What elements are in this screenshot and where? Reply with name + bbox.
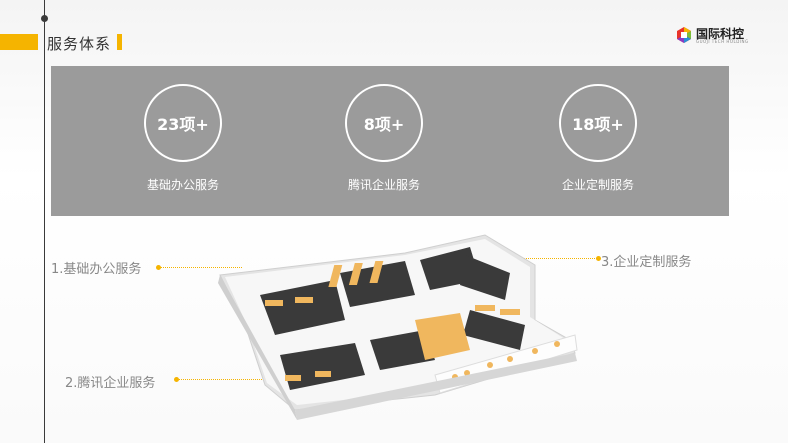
callout-basic-office: 1.基础办公服务 bbox=[51, 262, 142, 277]
page-title: 服务体系 bbox=[47, 35, 112, 53]
company-logo: 国际科控 GUOJI TECH HOLDING bbox=[676, 25, 760, 47]
stat-label: 企业定制服务 bbox=[561, 178, 634, 192]
callout-line bbox=[158, 267, 242, 268]
callout-tencent: 2.腾讯企业服务 bbox=[65, 376, 156, 391]
callout-custom: 3.企业定制服务 bbox=[601, 255, 692, 270]
stat-value: 18项+ bbox=[559, 84, 637, 162]
stats-panel: 23项+ 基础办公服务 8项+ 腾讯企业服务 18项+ 企业定制服务 bbox=[51, 66, 729, 216]
callout-dot bbox=[596, 256, 601, 261]
timeline-line bbox=[44, 0, 45, 443]
logo-tagline: GUOJI TECH HOLDING bbox=[696, 39, 749, 44]
floor-plan-illustration bbox=[218, 234, 578, 420]
callout-line bbox=[176, 379, 286, 380]
callout-dot bbox=[174, 377, 179, 382]
callout-dot bbox=[156, 265, 161, 270]
timeline-dot bbox=[41, 15, 48, 22]
stat-value: 23项+ bbox=[144, 84, 222, 162]
stat-tencent: 8项+ 腾讯企业服务 bbox=[309, 84, 459, 193]
header-accent-left bbox=[0, 34, 38, 50]
header-accent-right bbox=[117, 34, 122, 50]
stat-basic-office: 23项+ 基础办公服务 bbox=[108, 84, 258, 193]
stat-label: 基础办公服务 bbox=[146, 178, 219, 192]
stat-custom: 18项+ 企业定制服务 bbox=[523, 84, 673, 193]
logo-name: 国际科控 bbox=[696, 27, 745, 41]
stat-value: 8项+ bbox=[345, 84, 423, 162]
logo-icon bbox=[677, 27, 691, 43]
stat-label: 腾讯企业服务 bbox=[347, 178, 420, 192]
callout-line bbox=[515, 258, 599, 259]
